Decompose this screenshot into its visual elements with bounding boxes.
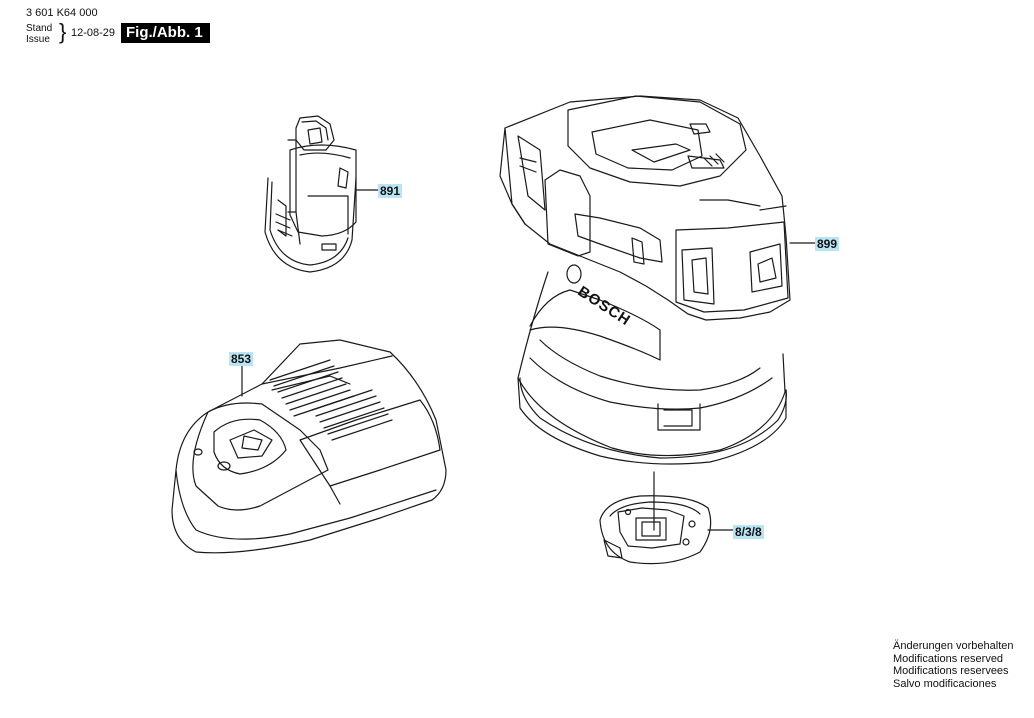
notice-de: Änderungen vorbehalten	[893, 640, 1014, 652]
callout-8-3-8: 8/3/8	[733, 525, 764, 539]
modifications-notice: Änderungen vorbehalten Modifications res…	[893, 640, 1013, 690]
issue-label: Issue	[26, 34, 50, 45]
laser-level-drawing	[499, 95, 791, 465]
notice-fr: Modifications reservees	[893, 665, 1009, 677]
wall-mount-drawing	[599, 495, 712, 565]
issue-date: 12-08-29	[71, 27, 116, 39]
figure-label: Fig./Abb. 1	[121, 23, 210, 43]
charger-drawing	[171, 339, 447, 554]
notice-es: Salvo modificaciones	[893, 677, 997, 690]
callout-899: 899	[815, 237, 840, 251]
brace-symbol: }	[59, 19, 67, 44]
battery-pack-drawing	[264, 115, 357, 273]
document-number: 3 601 K64 000	[26, 7, 98, 19]
callout-853: 853	[229, 352, 254, 366]
stand-label: Stand	[26, 23, 53, 34]
callout-891: 891	[378, 184, 403, 198]
notice-en: Modifications reserved	[893, 652, 1004, 665]
